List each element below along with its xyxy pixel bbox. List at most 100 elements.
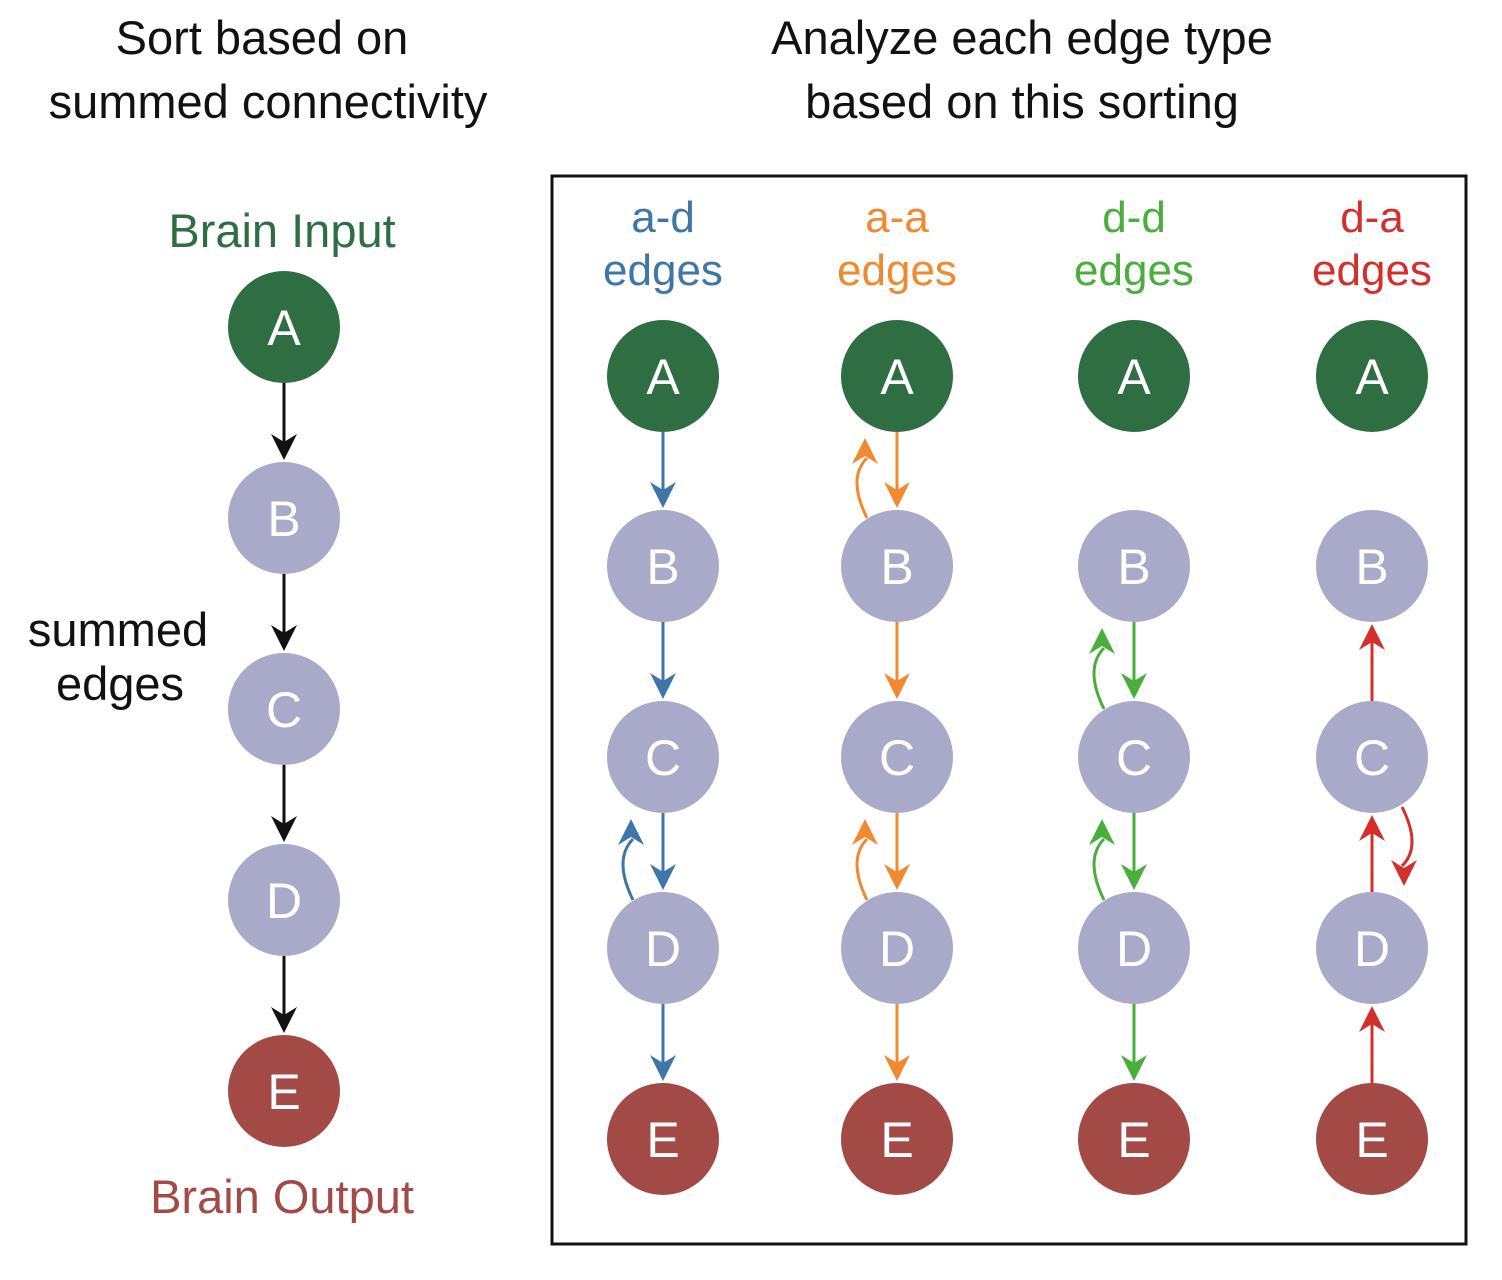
col-dd-node-d-letter: D <box>1116 921 1152 977</box>
col-ad-node-a <box>607 320 719 432</box>
col-ad-node-c-letter: C <box>645 730 681 786</box>
col-ad-label-line2: edges <box>603 246 723 295</box>
left-node-a-letter: A <box>267 300 301 356</box>
col-aa-edge-D-E-arrowhead <box>884 1055 910 1081</box>
col-da-node-e <box>1316 1083 1428 1195</box>
col-aa-edge-B-A <box>855 456 869 519</box>
col-ad-node-d <box>607 892 719 1004</box>
col-ad-label-line1: a-d <box>631 193 695 242</box>
col-dd-edge-C-D-arrowhead <box>1121 864 1147 890</box>
col-da-node-b-letter: B <box>1355 539 1388 595</box>
col-aa-edge-D-C <box>855 837 869 901</box>
col-aa-node-e <box>841 1083 953 1195</box>
col-ad-node-a-letter: A <box>646 349 680 405</box>
col-aa-node-c-letter: C <box>879 730 915 786</box>
col-da-node-a-letter: A <box>1355 349 1389 405</box>
col-aa-graph: A B C D E <box>841 320 953 1195</box>
left-node-b <box>228 462 340 574</box>
col-aa-node-d-letter: D <box>879 921 915 977</box>
left-summed-graph: A B C D E <box>228 271 340 1147</box>
col-da-edge-C-D-arrowhead <box>1391 860 1417 886</box>
col-aa-node-b <box>841 510 953 622</box>
col-da-node-d-letter: D <box>1354 921 1390 977</box>
right-heading-line2: based on this sorting <box>805 75 1239 128</box>
col-dd-label-line1: d-d <box>1102 193 1166 242</box>
left-graph: A B C D E <box>228 271 340 1147</box>
col-da-edge-C-B-arrowhead <box>1359 624 1385 650</box>
col-dd-edge-D-E-arrowhead <box>1121 1055 1147 1081</box>
left-node-d-letter: D <box>266 873 302 929</box>
summed-edges-label-line2: edges <box>56 657 184 710</box>
col-da-node-c <box>1316 701 1428 813</box>
col-ad-graph: A B C D E <box>607 320 719 1195</box>
col-dd-node-d <box>1078 892 1190 1004</box>
col-aa-edge-C-D-arrowhead <box>884 864 910 890</box>
col-da-edge-D-C-arrowhead <box>1359 815 1385 841</box>
left-node-c <box>228 653 340 765</box>
col-aa-node-c <box>841 701 953 813</box>
col-ad-node-b-letter: B <box>646 539 679 595</box>
col-dd-graph: A B C D E <box>1078 320 1190 1195</box>
col-aa-node-b-letter: B <box>880 539 913 595</box>
left-node-c-letter: C <box>266 682 302 738</box>
left-edge-C-D-arrowhead <box>271 816 297 842</box>
col-da-node-c-letter: C <box>1354 730 1390 786</box>
col-aa-node-e-letter: E <box>880 1112 913 1168</box>
left-node-e-letter: E <box>267 1064 300 1120</box>
left-node-d <box>228 844 340 956</box>
col-aa-node-d <box>841 892 953 1004</box>
left-node-e <box>228 1035 340 1147</box>
summed-edges-label-line1: summed <box>28 603 208 656</box>
col-dd-node-b <box>1078 510 1190 622</box>
col-da-graph: A B C D E <box>1316 320 1428 1195</box>
left-node-a <box>228 271 340 383</box>
col-da-label-line1: d-a <box>1340 193 1404 242</box>
col-dd-node-e-letter: E <box>1117 1112 1150 1168</box>
left-node-b-letter: B <box>267 491 300 547</box>
col-ad-node-c <box>607 701 719 813</box>
col-aa-node-a-letter: A <box>880 349 914 405</box>
col-dd-edge-C-B-arrowhead <box>1089 628 1115 654</box>
col-ad-node-b <box>607 510 719 622</box>
col-ad-node-d-letter: D <box>645 921 681 977</box>
col-dd-node-c-letter: C <box>1116 730 1152 786</box>
col-dd-edge-D-C-arrowhead <box>1089 819 1115 845</box>
col-da-edge-E-D-arrowhead <box>1359 1006 1385 1032</box>
col-ad-node-e <box>607 1083 719 1195</box>
col-da-label-line2: edges <box>1312 246 1432 295</box>
col-ad-node-e-letter: E <box>646 1112 679 1168</box>
col-dd-node-a-letter: A <box>1117 349 1151 405</box>
col-ad-edge-D-E-arrowhead <box>650 1055 676 1081</box>
col-dd-node-a <box>1078 320 1190 432</box>
col-da-node-e-letter: E <box>1355 1112 1388 1168</box>
col-dd-edge-B-C-arrowhead <box>1121 673 1147 699</box>
col-dd-node-e <box>1078 1083 1190 1195</box>
col-dd-label-line2: edges <box>1074 246 1194 295</box>
left-heading-line2: summed connectivity <box>49 75 488 128</box>
col-aa-node-a <box>841 320 953 432</box>
brain-input-label: Brain Input <box>168 204 395 257</box>
brain-output-label: Brain Output <box>150 1170 414 1223</box>
col-da-node-d <box>1316 892 1428 1004</box>
left-edge-D-E-arrowhead <box>271 1007 297 1033</box>
col-aa-edge-D-C-arrowhead <box>852 819 878 845</box>
edge-type-columns: a-dedgesABCDEa-aedgesABCDEd-dedgesABCDEd… <box>603 193 1432 1195</box>
col-aa-edge-B-C-arrowhead <box>884 673 910 699</box>
col-da-node-a <box>1316 320 1428 432</box>
edge-types-frame <box>550 174 1468 1246</box>
col-dd-edge-D-C <box>1092 837 1106 901</box>
right-heading-line1: Analyze each edge type <box>771 11 1273 64</box>
col-aa-label-line2: edges <box>837 246 957 295</box>
col-ad-edge-D-C <box>621 837 635 901</box>
col-aa-label-line1: a-a <box>865 193 929 242</box>
col-aa-edge-B-A-arrowhead <box>852 438 878 464</box>
col-ad-edge-A-B-arrowhead <box>650 482 676 508</box>
col-ad-edge-B-C-arrowhead <box>650 673 676 699</box>
col-dd-node-b-letter: B <box>1117 539 1150 595</box>
left-heading-line1: Sort based on <box>116 11 409 64</box>
left-edge-B-C-arrowhead <box>271 625 297 651</box>
col-da-node-b <box>1316 510 1428 622</box>
col-ad-edge-D-C-arrowhead <box>618 819 644 845</box>
col-aa-edge-A-B-arrowhead <box>884 482 910 508</box>
